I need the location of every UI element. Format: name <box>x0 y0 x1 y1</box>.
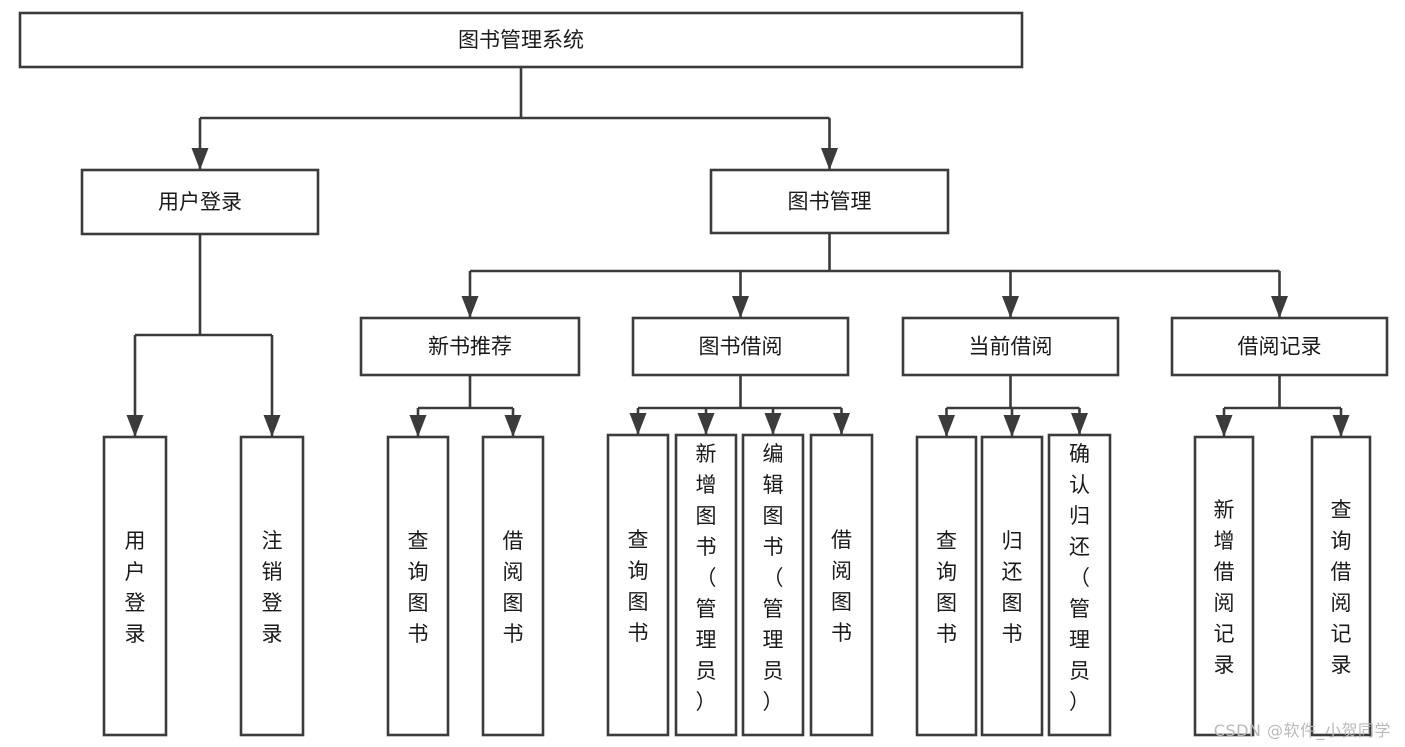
node-label-br-query-record: 查询借阅记录 <box>1331 498 1352 677</box>
node-nbr-query-book[interactable]: 查询图书 <box>386 435 450 737</box>
node-box-nbr-query-book <box>386 435 450 737</box>
arrow-head-icon <box>732 296 749 318</box>
node-cb-query-book[interactable]: 查询图书 <box>915 435 978 737</box>
node-cb-confirm-return[interactable]: 确认归还（管理员） <box>1047 433 1112 737</box>
arrow-head-icon <box>1215 415 1233 437</box>
arrow-head-icon <box>1071 413 1088 435</box>
node-label-bb-edit-book: 编辑图书（管理员） <box>763 442 784 714</box>
arrow-head-icon <box>461 296 479 318</box>
arrow-head-icon <box>504 415 522 437</box>
arrow-head-icon <box>629 413 647 435</box>
node-current-borrow[interactable]: 当前借阅 <box>901 316 1120 377</box>
node-bb-query-book[interactable]: 查询图书 <box>606 433 670 737</box>
node-label-book-manage: 图书管理 <box>788 190 872 214</box>
connector-layer <box>126 67 1350 437</box>
node-label-root: 图书管理系统 <box>458 28 584 52</box>
node-box-new-book-recommend <box>359 316 581 377</box>
node-box-user-login-do <box>102 435 168 737</box>
node-box-book-manage <box>709 168 950 235</box>
node-label-nbr-borrow-book: 借阅图书 <box>503 529 524 646</box>
node-label-user-login: 用户登录 <box>158 190 242 214</box>
arrow-head-icon <box>263 415 281 437</box>
node-label-bb-add-book: 新增图书（管理员） <box>696 442 717 714</box>
node-box-user-logout <box>239 435 305 737</box>
node-br-query-record[interactable]: 查询借阅记录 <box>1310 435 1372 737</box>
arrow-head-icon <box>126 415 144 437</box>
node-label-current-borrow: 当前借阅 <box>969 335 1053 359</box>
arrow-head-icon <box>1003 415 1021 437</box>
arrow-head-icon <box>697 413 715 435</box>
arrow-head-icon <box>938 415 955 437</box>
node-box-cb-return-book <box>980 435 1044 737</box>
node-user-logout[interactable]: 注销登录 <box>239 435 305 737</box>
node-box-bb-borrow-book <box>809 433 874 737</box>
node-box-bb-add-book <box>674 433 738 737</box>
node-book-borrow[interactable]: 图书借阅 <box>631 316 850 377</box>
arrow-head-icon <box>821 148 838 170</box>
node-box-root <box>18 11 1024 69</box>
node-label-cb-return-book: 归还图书 <box>1002 529 1023 646</box>
node-box-user-login <box>80 168 320 236</box>
node-box-cb-confirm-return <box>1047 433 1112 737</box>
arrow-head-icon <box>1332 415 1350 437</box>
node-cb-return-book[interactable]: 归还图书 <box>980 435 1044 737</box>
node-bb-borrow-book[interactable]: 借阅图书 <box>809 433 874 737</box>
node-layer: 图书管理系统用户登录用户登录注销登录图书管理新书推荐查询图书借阅图书图书借阅查询… <box>18 11 1389 737</box>
arrow-head-icon <box>409 415 427 437</box>
node-label-book-borrow: 图书借阅 <box>699 335 783 359</box>
node-box-cb-query-book <box>915 435 978 737</box>
node-label-br-add-record: 新增借阅记录 <box>1214 498 1235 677</box>
node-br-add-record[interactable]: 新增借阅记录 <box>1193 435 1255 737</box>
node-label-bb-query-book: 查询图书 <box>628 528 649 645</box>
node-label-cb-confirm-return: 确认归还（管理员） <box>1069 442 1090 714</box>
arrow-head-icon <box>1002 296 1019 318</box>
node-box-bb-edit-book <box>741 433 805 737</box>
node-box-current-borrow <box>901 316 1120 377</box>
node-bb-edit-book[interactable]: 编辑图书（管理员） <box>741 433 805 737</box>
node-label-new-book-recommend: 新书推荐 <box>428 335 512 359</box>
node-label-user-logout: 注销登录 <box>262 529 283 646</box>
node-label-user-login-do: 用户登录 <box>125 529 146 646</box>
node-book-manage[interactable]: 图书管理 <box>709 168 950 235</box>
node-root[interactable]: 图书管理系统 <box>18 11 1024 69</box>
watermark-label: CSDN @软件_小贺同学 <box>1213 721 1391 740</box>
node-label-bb-borrow-book: 借阅图书 <box>831 528 852 645</box>
node-box-br-add-record <box>1193 435 1255 737</box>
node-box-book-borrow <box>631 316 850 377</box>
node-label-borrow-record: 借阅记录 <box>1238 335 1322 359</box>
node-box-br-query-record <box>1310 435 1372 737</box>
node-box-borrow-record <box>1170 316 1389 377</box>
arrow-head-icon <box>191 148 209 170</box>
arrow-head-icon <box>1271 296 1288 318</box>
node-box-nbr-borrow-book <box>481 435 545 737</box>
node-label-nbr-query-book: 查询图书 <box>408 529 429 646</box>
arrow-head-icon <box>833 413 850 435</box>
node-user-login[interactable]: 用户登录 <box>80 168 320 236</box>
node-new-book-recommend[interactable]: 新书推荐 <box>359 316 581 377</box>
arrow-head-icon <box>764 413 782 435</box>
node-bb-add-book[interactable]: 新增图书（管理员） <box>674 433 738 737</box>
node-box-bb-query-book <box>606 433 670 737</box>
node-label-cb-query-book: 查询图书 <box>936 529 957 646</box>
node-user-login-do[interactable]: 用户登录 <box>102 435 168 737</box>
node-nbr-borrow-book[interactable]: 借阅图书 <box>481 435 545 737</box>
node-borrow-record[interactable]: 借阅记录 <box>1170 316 1389 377</box>
